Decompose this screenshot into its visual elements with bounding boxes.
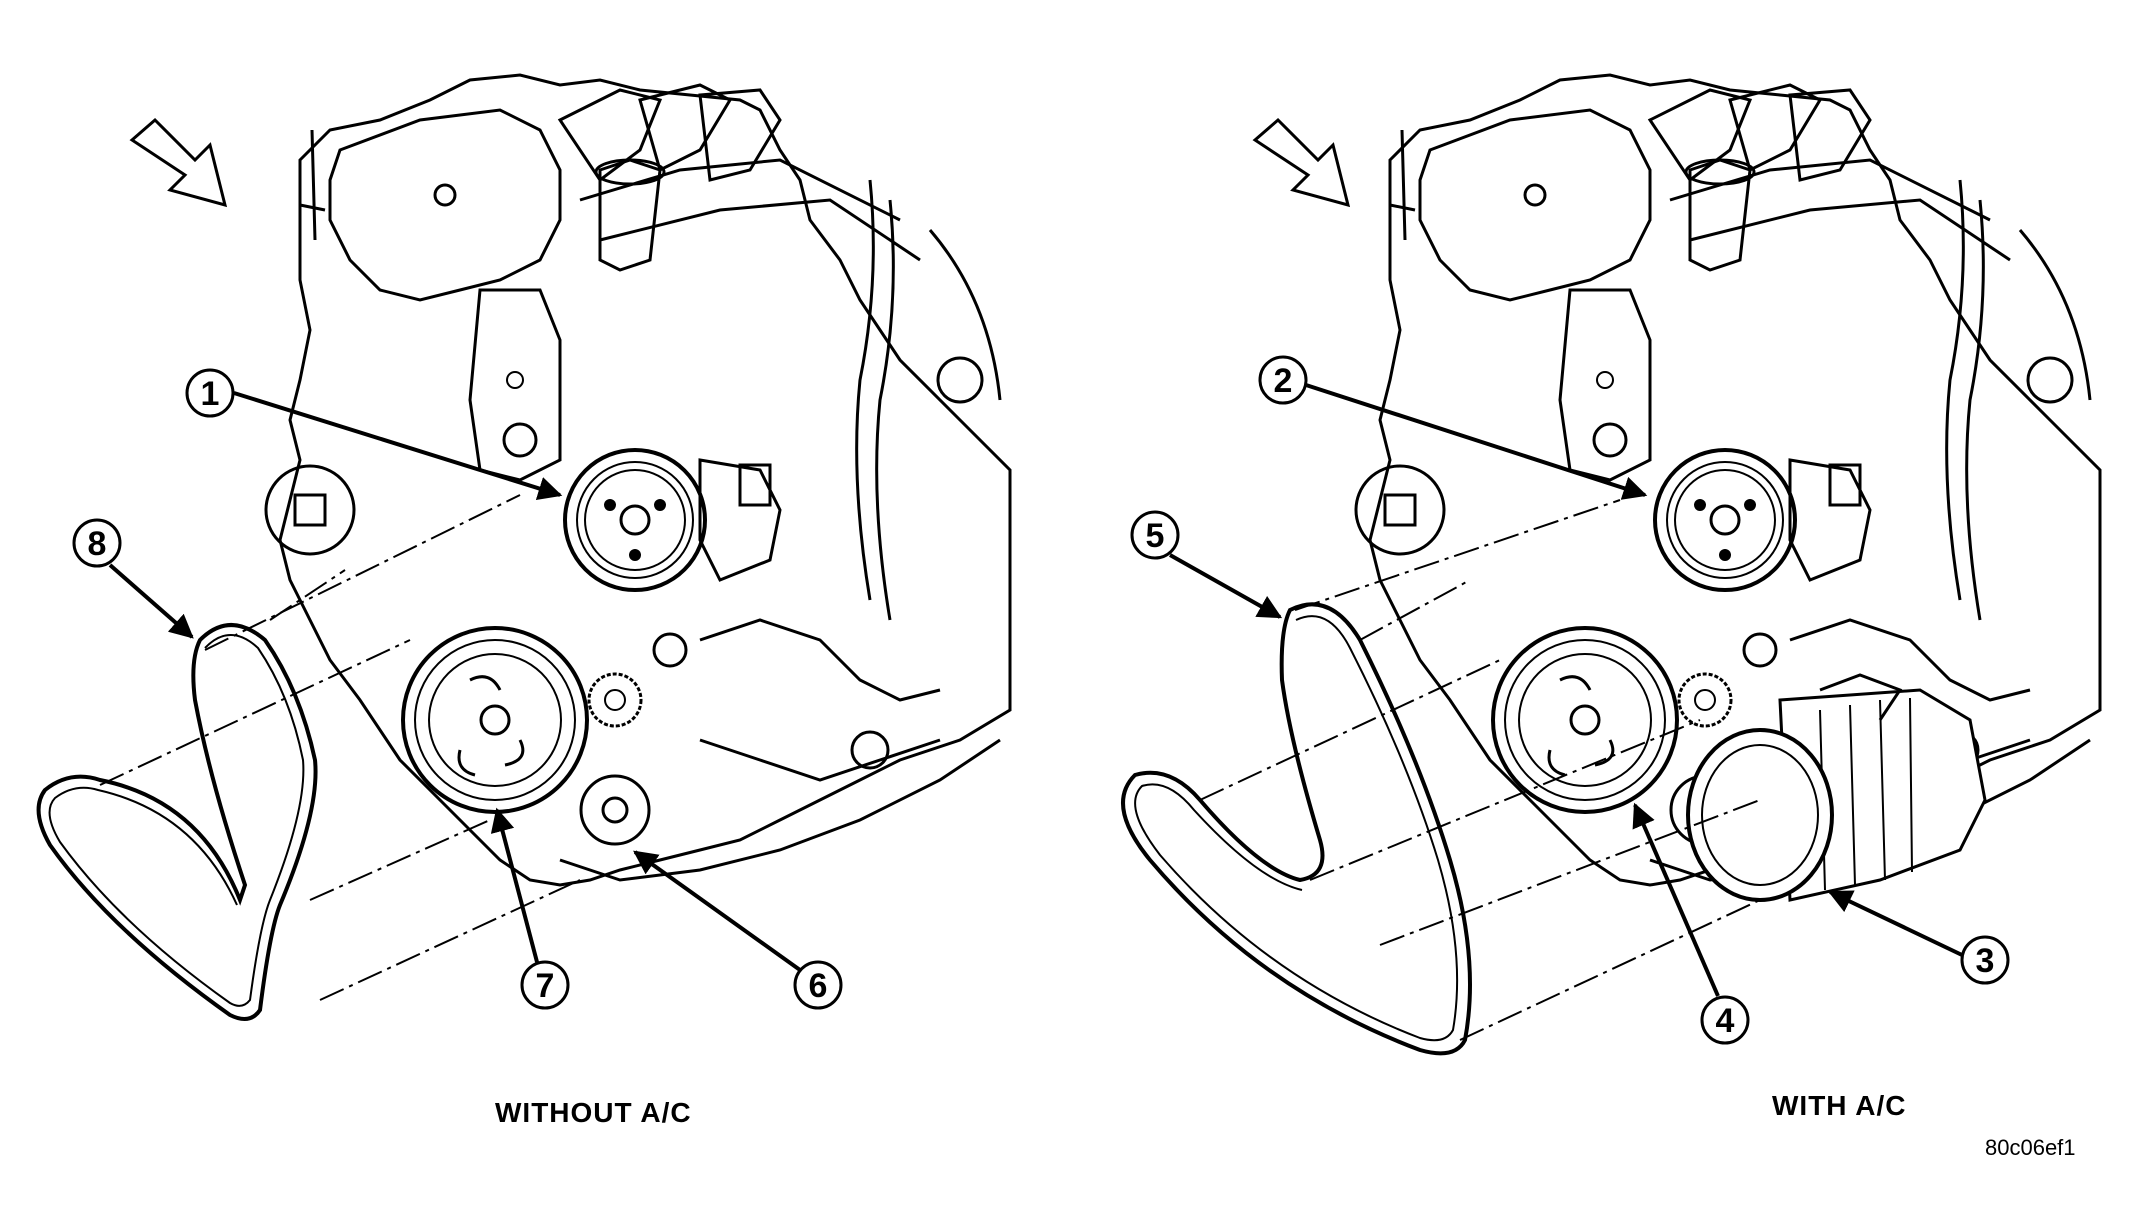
callout-7-leader: [490, 807, 539, 963]
callout-8-number: 8: [88, 525, 107, 563]
callout-2-leader: [1305, 383, 1648, 500]
callout-6-number: 6: [809, 967, 828, 1005]
callout-1-leader: [233, 391, 563, 501]
callout-5-number: 5: [1146, 517, 1165, 555]
callout-8-leader: [108, 563, 194, 639]
callout-2: 2: [1258, 355, 1648, 500]
viewing-direction-arrow-icon-2: [1252, 117, 1351, 208]
callout-3-leader: [1827, 890, 1963, 957]
caption-with-ac: WITH A/C: [1772, 1090, 1907, 1121]
callout-4-number: 4: [1716, 1002, 1735, 1040]
callout-1: 1: [185, 368, 563, 501]
engine-line-art: [264, 73, 1012, 887]
callout-6: 6: [633, 850, 843, 1010]
view-with-ac: 2 5 4 3: [1121, 73, 2102, 1056]
callout-4: 4: [1632, 802, 1750, 1045]
callout-5-leader: [1169, 553, 1283, 619]
callout-1-number: 1: [201, 375, 220, 413]
projection-lines: [99, 494, 581, 1001]
callout-3-number: 3: [1976, 942, 1995, 980]
callout-6-leader: [633, 850, 802, 972]
serpentine-belt-5: [1121, 602, 1472, 1056]
caption-without-ac: WITHOUT A/C: [495, 1097, 692, 1128]
callout-5: 5: [1130, 510, 1283, 619]
callout-3: 3: [1827, 890, 2010, 985]
figure-id: 80c06ef1: [1985, 1135, 2076, 1160]
callout-7-number: 7: [536, 967, 555, 1005]
projection-lines-2: [1199, 499, 1761, 1041]
serpentine-belt-8: [36, 623, 318, 1021]
viewing-direction-arrow-icon: [129, 117, 228, 208]
callout-4-leader: [1632, 802, 1720, 997]
view-without-ac: 1 8 7 6: [36, 73, 1012, 1021]
callout-2-number: 2: [1274, 362, 1293, 400]
ac-compressor: [1686, 673, 1987, 902]
callout-7: 7: [490, 807, 570, 1010]
callout-8: 8: [72, 518, 194, 639]
